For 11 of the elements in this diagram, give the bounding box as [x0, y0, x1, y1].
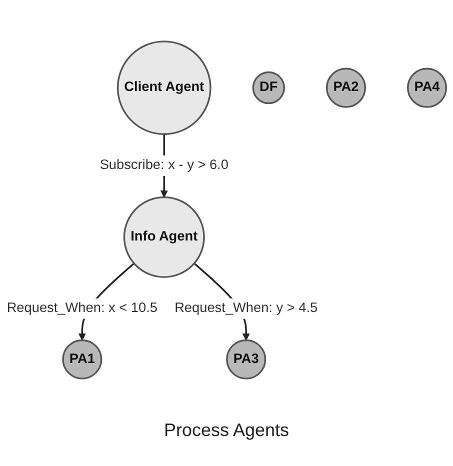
- edge-label: Subscribe: x - y > 6.0: [100, 158, 228, 173]
- node-circle: PA4: [406, 68, 448, 108]
- node-circle: DF: [252, 71, 285, 104]
- node-circle: PA1: [62, 339, 102, 380]
- node-circle: PA2: [326, 68, 366, 108]
- node-circle: Client Agent: [116, 40, 212, 135]
- node-circle: PA3: [226, 339, 266, 380]
- edge-label: Request_When: y > 4.5: [174, 300, 318, 316]
- node-circle: Info Agent: [123, 196, 205, 278]
- group-label: Process Agents: [164, 420, 290, 441]
- edge-label: Request_When: x < 10.5: [6, 300, 158, 316]
